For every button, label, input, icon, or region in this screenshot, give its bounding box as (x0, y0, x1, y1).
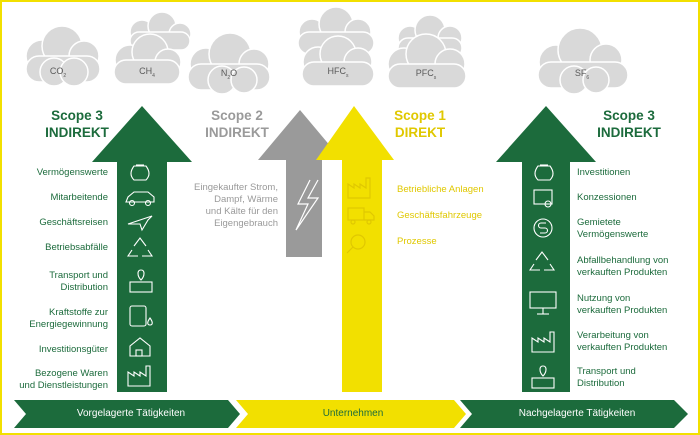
downstream-item: Verarbeitung von verkauften Produkten (577, 330, 668, 353)
upstream-item: Bezogene Waren und Dienstleistungen (19, 368, 108, 391)
car-icon (125, 191, 155, 207)
band-company (236, 400, 466, 428)
recycle-icon (126, 237, 154, 257)
scope1-item: Prozesse (397, 236, 437, 247)
scope2-description: Eingekaufter Strom, Dampf, Wärme und Käl… (194, 182, 278, 229)
scope1-item: Betriebliche Anlagen (397, 184, 484, 195)
recycle-icon-right (528, 251, 556, 271)
factory-icon-right (531, 331, 555, 353)
map-box-icon (129, 269, 153, 293)
upstream-item: Investitionsgüter (38, 344, 108, 355)
band-upstream-label: Vorgelagerte Tätigkeiten (76, 408, 186, 419)
downstream-item: Abfallbehandlung von verkauften Produkte… (577, 255, 669, 278)
gas-pfcs-label: PFCs (415, 68, 437, 81)
fuel-can-icon (129, 305, 153, 327)
upstream-item: Kraftstoffe zur Energiegewinnung (29, 307, 108, 330)
scope3-downstream-arrow (496, 106, 596, 392)
upstream-item: Vermögenswerte (36, 167, 108, 178)
cloud-hfcs (301, 35, 375, 87)
cloud-n2o (187, 32, 271, 95)
cloud-co2 (25, 25, 101, 87)
downstream-item: Transport und Distribution (577, 366, 636, 389)
downstream-item: Gemietete Vermögenswerte (577, 217, 649, 240)
gas-hfcs-label: HFCs (327, 66, 349, 79)
scope1-item: Geschäftsfahrzeuge (397, 210, 483, 221)
scope2-arrow (258, 110, 342, 257)
upstream-item: Betriebsabfälle (45, 242, 108, 253)
downstream-item: Konzessionen (577, 192, 637, 203)
factory-icon-scope1 (347, 177, 371, 199)
magnifier-icon (346, 234, 366, 254)
band-downstream (460, 400, 688, 428)
band-downstream-label: Nachgelagerte Tätigkeiten (518, 408, 636, 419)
monitor-icon (529, 291, 557, 315)
upstream-item: Geschäftsreisen (39, 217, 108, 228)
downstream-item: Nutzung von verkauften Produkten (577, 293, 668, 316)
cloud-pfcs (387, 33, 467, 89)
cloud-sf6 (537, 27, 629, 95)
upstream-item: Transport und Distribution (49, 270, 108, 293)
band-upstream (14, 400, 240, 428)
gas-ch4-label: CH4 (139, 66, 155, 79)
money-bag-icon-right (534, 164, 554, 181)
airplane-icon (127, 215, 153, 232)
cloud-ch4 (113, 33, 182, 85)
house-icon (129, 337, 151, 357)
downstream-item: Investitionen (577, 167, 631, 178)
certificate-icon (533, 189, 553, 208)
scope3-upstream-arrow (92, 106, 192, 392)
map-box-icon-right (531, 365, 555, 389)
money-bag-icon (130, 164, 150, 181)
upstream-item: Mitarbeitende (50, 192, 108, 203)
dollar-coin-icon (533, 218, 553, 238)
gas-co2-label: CO2 (49, 66, 67, 79)
scope1-arrow (316, 106, 394, 392)
gas-sf6-label: SF6 (574, 68, 590, 81)
lightning-icon (295, 179, 320, 231)
gas-n2o-label: N2O (220, 68, 238, 81)
factory-icon (127, 365, 151, 387)
truck-icon (347, 207, 375, 225)
band-company-label: Unternehmen (322, 408, 384, 419)
